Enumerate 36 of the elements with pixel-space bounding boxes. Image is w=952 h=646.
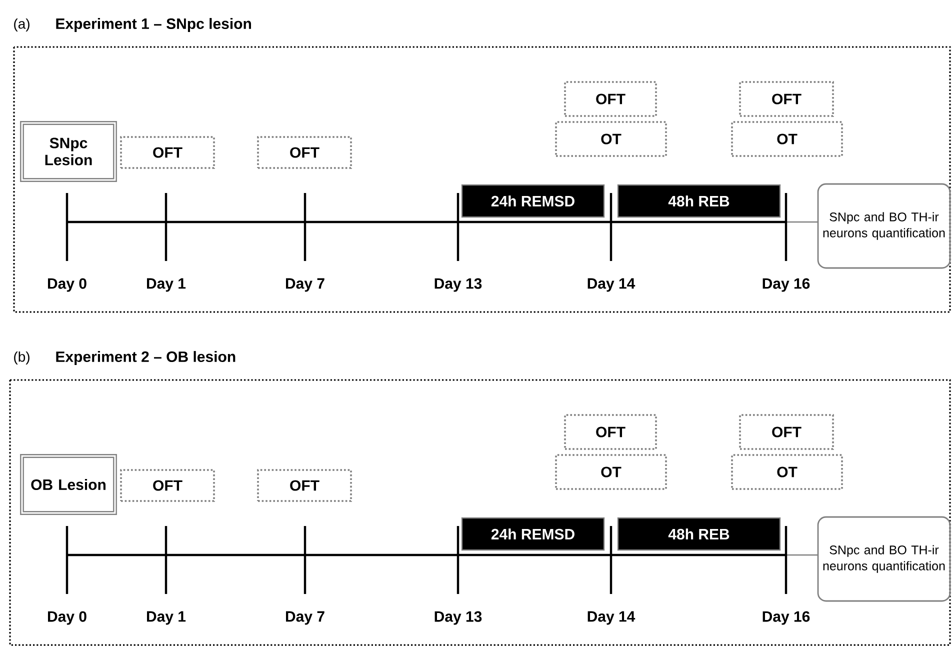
- period-bar: 48h REB: [617, 517, 781, 551]
- day-label: Day 7: [286, 278, 324, 292]
- lesion-box: OB Lesion: [20, 454, 117, 515]
- test-box: OFT: [739, 81, 834, 117]
- test-box: OFT: [257, 469, 352, 502]
- day-label: Day 1: [147, 278, 186, 292]
- period-bar: 24h REMSD: [461, 517, 605, 551]
- day-label: Day 0: [48, 278, 86, 292]
- panel-title: Experiment 2 – OB lesion: [56, 351, 236, 365]
- day-label: Day 13: [434, 278, 482, 292]
- day-label: Day 7: [286, 611, 324, 625]
- test-box: OT: [555, 121, 667, 157]
- test-box: OT: [731, 121, 843, 157]
- panel-title: Experiment 1 – SNpc lesion: [56, 18, 251, 32]
- period-bar: 24h REMSD: [461, 184, 605, 218]
- test-box: OT: [731, 454, 843, 490]
- test-box: OFT: [120, 469, 215, 502]
- test-box: OFT: [120, 136, 215, 169]
- test-box: OFT: [564, 81, 657, 117]
- day-label: Day 16: [762, 611, 810, 625]
- day-label: Day 16: [762, 278, 810, 292]
- period-bar: 48h REB: [617, 184, 781, 218]
- panel-label: (b): [14, 351, 30, 365]
- outcome-box: SNpc and BO TH-ir neurons quantification: [817, 183, 951, 269]
- test-box: OFT: [257, 136, 352, 169]
- day-label: Day 14: [588, 611, 636, 625]
- outcome-box: SNpc and BO TH-ir neurons quantification: [817, 516, 951, 602]
- lesion-box: SNpc Lesion: [20, 121, 117, 182]
- test-box: OFT: [739, 414, 834, 450]
- day-label: Day 13: [434, 611, 482, 625]
- day-label: Day 0: [48, 611, 86, 625]
- day-label: Day 14: [588, 278, 636, 292]
- test-box: OFT: [564, 414, 657, 450]
- test-box: OT: [555, 454, 667, 490]
- panel-label: (a): [14, 18, 30, 32]
- day-label: Day 1: [147, 611, 186, 625]
